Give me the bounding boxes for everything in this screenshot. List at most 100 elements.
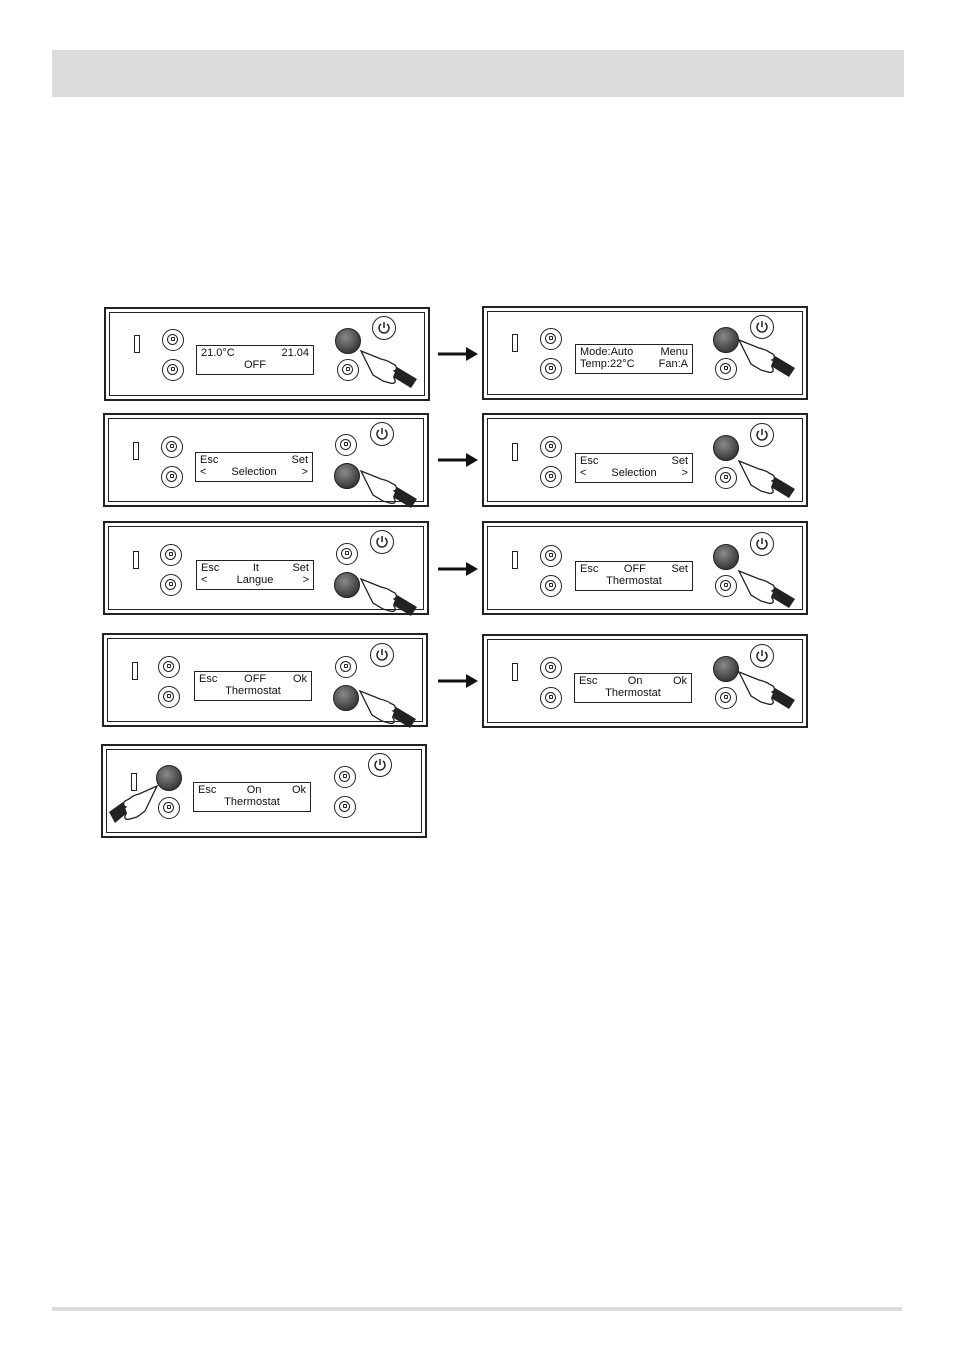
power-button[interactable]	[750, 315, 774, 339]
lcd-text: >	[681, 467, 688, 479]
lcd-text: 21.04	[281, 347, 309, 359]
menu-button[interactable]	[336, 543, 358, 565]
pointing-hand-icon	[737, 338, 795, 377]
down-button[interactable]	[540, 466, 562, 488]
ok-button[interactable]	[715, 358, 737, 380]
lcd-text: Esc	[199, 673, 218, 685]
power-button[interactable]	[372, 316, 396, 340]
lcd-row-1: 21.0°C 21.04	[201, 347, 309, 360]
power-icon	[756, 429, 768, 441]
control-panel-6: Esc OFF Set Thermostat	[482, 521, 808, 615]
lcd-text: Set	[671, 455, 688, 467]
power-icon	[376, 428, 388, 440]
down-button[interactable]	[160, 574, 182, 596]
down-button[interactable]	[161, 466, 183, 488]
down-button[interactable]	[540, 358, 562, 380]
power-icon	[374, 759, 386, 771]
lcd-row-1: Esc On Ok	[198, 784, 306, 797]
control-panel-8: Esc On Ok Thermostat	[482, 634, 808, 728]
power-icon	[756, 538, 768, 550]
up-button[interactable]	[160, 544, 182, 566]
menu-button-pressed[interactable]	[713, 656, 739, 682]
lcd-row-2: Thermostat	[199, 685, 307, 698]
power-button[interactable]	[370, 422, 394, 446]
lcd-text: Esc	[201, 562, 220, 574]
ok-button-pressed[interactable]	[333, 685, 359, 711]
ok-button[interactable]	[715, 687, 737, 709]
lcd-display: Esc OFF Ok Thermostat	[194, 671, 312, 701]
ok-button[interactable]	[715, 575, 737, 597]
up-button[interactable]	[540, 657, 562, 679]
status-led	[132, 662, 138, 680]
pointing-hand-icon	[737, 459, 795, 498]
power-button[interactable]	[750, 532, 774, 556]
lcd-text: Menu	[660, 346, 688, 358]
pointing-hand-icon	[358, 689, 416, 728]
ok-button[interactable]	[715, 467, 737, 489]
power-icon	[376, 649, 388, 661]
control-panel-1: 21.0°C 21.04 OFF	[104, 307, 430, 401]
lcd-display: Esc Set < Selection >	[195, 452, 313, 482]
lcd-text: On	[627, 675, 643, 687]
ok-button-pressed[interactable]	[334, 572, 360, 598]
lcd-text: Esc	[579, 675, 598, 687]
down-button[interactable]	[540, 575, 562, 597]
pointing-hand-icon	[359, 349, 417, 388]
lcd-row-2: < Selection >	[200, 466, 308, 479]
down-button[interactable]	[158, 797, 180, 819]
lcd-text: Selection	[611, 467, 657, 479]
menu-button-pressed[interactable]	[713, 435, 739, 461]
control-panel-4: Esc Set < Selection >	[482, 413, 808, 507]
down-button[interactable]	[158, 686, 180, 708]
pointing-hand-icon	[737, 670, 795, 709]
up-button[interactable]	[162, 329, 184, 351]
up-button[interactable]	[540, 545, 562, 567]
menu-button[interactable]	[335, 656, 357, 678]
lcd-text: Ok	[292, 673, 307, 685]
power-button[interactable]	[750, 644, 774, 668]
up-button[interactable]	[161, 436, 183, 458]
lcd-text: Set	[291, 454, 308, 466]
lcd-text: Selection	[231, 466, 277, 478]
esc-button-pressed[interactable]	[156, 765, 182, 791]
power-button[interactable]	[370, 643, 394, 667]
lcd-text: Esc	[198, 784, 217, 796]
pointing-hand-icon	[359, 469, 417, 508]
up-button[interactable]	[540, 436, 562, 458]
lcd-text: Thermostat	[606, 575, 662, 587]
ok-button[interactable]	[334, 796, 356, 818]
down-button[interactable]	[540, 687, 562, 709]
lcd-row-2: Thermostat	[580, 575, 688, 588]
pointing-hand-icon	[359, 577, 417, 616]
power-button[interactable]	[750, 423, 774, 447]
lcd-text: Mode:Auto	[580, 346, 634, 358]
menu-button[interactable]	[334, 766, 356, 788]
control-panel-5: Esc It Set < Langue >	[103, 521, 429, 616]
lcd-text: >	[302, 574, 309, 586]
lcd-text: OFF	[244, 673, 267, 685]
lcd-text: OFF	[244, 359, 266, 371]
lcd-text: Fan:A	[658, 358, 688, 370]
menu-button[interactable]	[335, 434, 357, 456]
lcd-text: It	[252, 562, 259, 574]
menu-button-pressed[interactable]	[713, 327, 739, 353]
down-button[interactable]	[162, 359, 184, 381]
lcd-text: On	[246, 784, 262, 796]
ok-button-pressed[interactable]	[334, 463, 360, 489]
power-button[interactable]	[368, 753, 392, 777]
power-button[interactable]	[370, 530, 394, 554]
up-button[interactable]	[540, 328, 562, 350]
up-button[interactable]	[158, 656, 180, 678]
lcd-row-1: Esc It Set	[201, 562, 309, 575]
menu-button-pressed[interactable]	[335, 328, 361, 354]
arrow-right-icon	[438, 674, 478, 688]
lcd-row-2: Temp:22°C Fan:A	[580, 358, 688, 371]
status-led	[512, 443, 518, 461]
status-led	[512, 551, 518, 569]
lcd-text: <	[200, 466, 207, 478]
menu-button-pressed[interactable]	[713, 544, 739, 570]
ok-button[interactable]	[337, 359, 359, 381]
lcd-display: Esc Set < Selection >	[575, 453, 693, 483]
arrow-right-icon	[438, 347, 478, 361]
status-led	[134, 335, 140, 353]
